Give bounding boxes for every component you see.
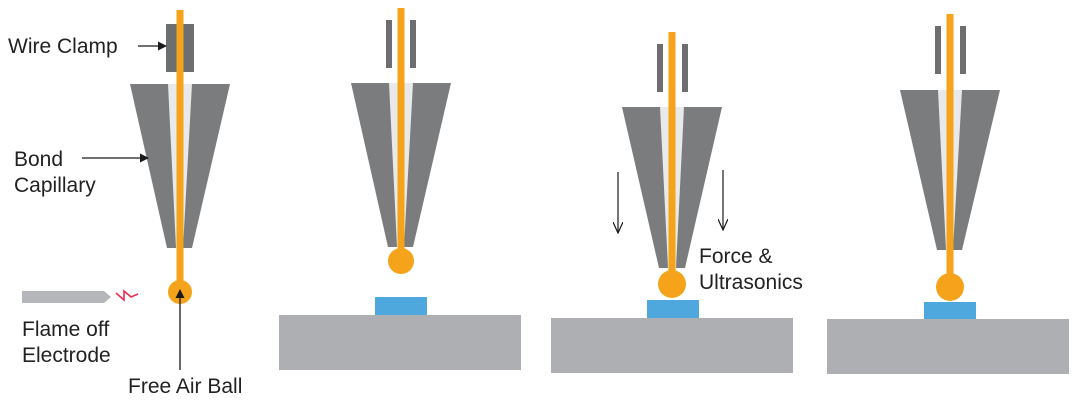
force-label: Force &	[699, 245, 773, 268]
spark-icon	[115, 289, 139, 302]
stage-3: Force & Ultrasonics	[551, 32, 803, 373]
ultrasonics-label: Ultrasonics	[699, 271, 803, 294]
gold-wire	[668, 32, 676, 276]
stage-2	[279, 8, 521, 370]
free-air-ball	[388, 248, 414, 274]
bond-pad	[375, 297, 427, 316]
stage-1: Wire Clamp Bond Capillary Flame off Elec…	[8, 10, 242, 398]
wire-clamp	[410, 20, 416, 68]
wire-clamp	[935, 26, 941, 74]
substrate	[827, 319, 1069, 374]
flame-off-electrode	[22, 291, 111, 303]
bond-label: Bond	[14, 148, 63, 171]
wire-clamp	[682, 44, 688, 92]
wire-clamp	[386, 20, 392, 68]
flame-off-label: Flame off	[22, 318, 109, 341]
bonded-ball	[936, 273, 964, 301]
wire-clamp	[960, 26, 966, 74]
substrate	[551, 318, 793, 373]
gold-wire	[176, 10, 184, 290]
gold-wire	[946, 14, 954, 288]
electrode-label: Electrode	[22, 344, 111, 367]
squashed-ball	[658, 270, 686, 298]
gold-wire	[397, 8, 405, 254]
wire-clamp	[657, 44, 663, 92]
stage-4	[827, 14, 1069, 374]
bond-pad	[924, 302, 976, 321]
substrate	[279, 315, 521, 370]
free-air-ball-label: Free Air Ball	[128, 375, 242, 398]
capillary-label: Capillary	[14, 174, 96, 197]
wire-clamp-label: Wire Clamp	[8, 35, 118, 58]
bond-pad	[647, 300, 699, 319]
